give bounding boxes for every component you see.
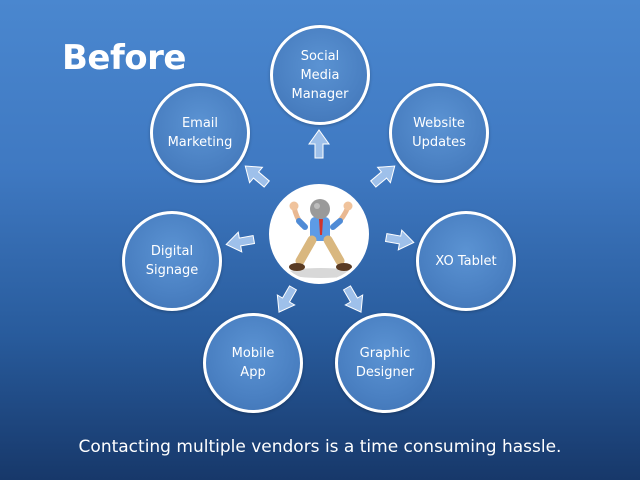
arrow-to-email-marketing xyxy=(239,158,273,191)
node-digital-signage: Digital Signage xyxy=(122,211,222,311)
node-email-marketing: Email Marketing xyxy=(150,83,250,183)
node-label: Digital Signage xyxy=(145,244,199,278)
node-xo-tablet: XO Tablet xyxy=(416,211,516,311)
node-graphic-designer: Graphic Designer xyxy=(335,313,435,413)
slide-caption: Contacting multiple vendors is a time co… xyxy=(78,437,562,457)
arrow-to-digital-signage xyxy=(224,230,256,255)
arrow-to-website-updates xyxy=(367,158,401,191)
node-label: Email Marketing xyxy=(167,116,233,150)
center-circle xyxy=(269,184,369,284)
arrow-to-graphic-designer xyxy=(338,283,369,317)
node-label: Website Updates xyxy=(412,116,466,150)
stressed-person-illustration xyxy=(287,199,355,278)
slide-title: Before xyxy=(62,38,186,78)
node-label: XO Tablet xyxy=(435,253,497,269)
node-social-media-manager: Social Media Manager xyxy=(270,25,370,125)
arrow-to-xo-tablet xyxy=(384,228,415,253)
node-label: Social Media Manager xyxy=(291,48,349,102)
node-label: Mobile App xyxy=(231,346,275,380)
arrow-to-mobile-app xyxy=(270,283,301,317)
node-mobile-app: Mobile App xyxy=(203,313,303,413)
node-label: Graphic Designer xyxy=(355,346,415,380)
node-website-updates: Website Updates xyxy=(389,83,489,183)
arrow-to-social-media-manager xyxy=(308,129,330,159)
